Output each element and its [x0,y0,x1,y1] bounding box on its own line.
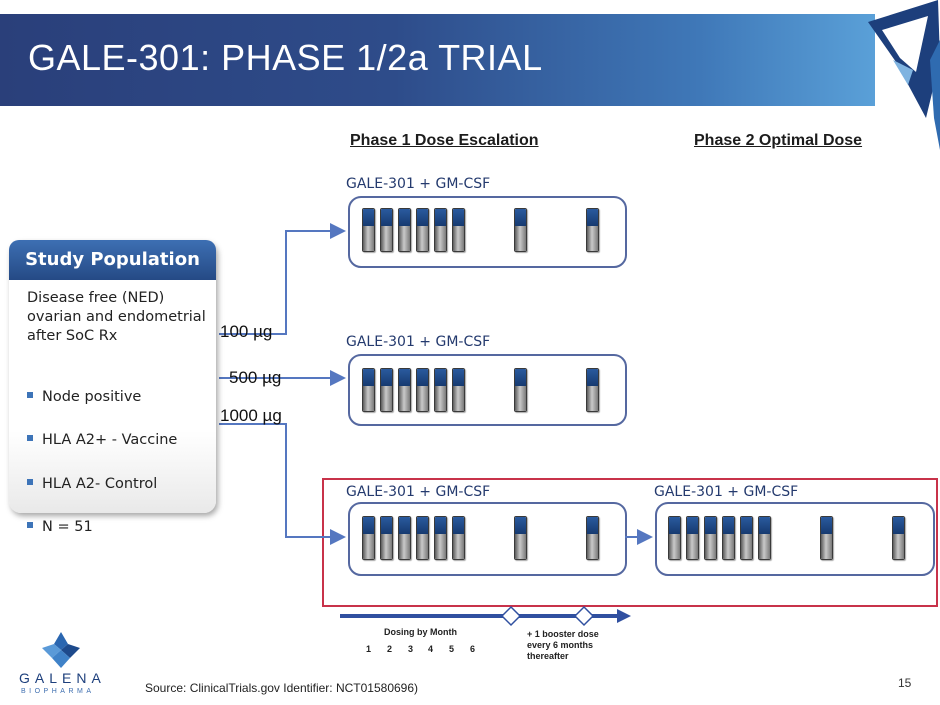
vial-icon [380,516,393,560]
vial-icon [362,208,375,252]
vial-icon [758,516,771,560]
bullet-text: HLA A2- Control [42,476,158,492]
phase1-heading: Phase 1 Dose Escalation [350,132,539,149]
vial-icon [362,368,375,412]
title-bar [0,14,875,106]
bullet-icon [27,435,33,441]
month-label: 4 [428,644,434,654]
vial-icon [416,516,429,560]
vial-icon [434,208,447,252]
arm-label-4: GALE-301 + GM-CSF [654,484,799,500]
source-citation: Source: ClinicalTrials.gov Identifier: N… [145,681,419,695]
vial-icon [434,368,447,412]
vial-icon [434,516,447,560]
bullet-item: N = 51 [27,519,93,535]
bullet-text: HLA A2+ - Vaccine [42,432,178,448]
study-population-header: Study Population [9,240,216,280]
vial-icon [668,516,681,560]
bullet-text: Node positive [42,389,142,405]
page-number: 15 [898,676,912,690]
vial-icon [452,368,465,412]
vial-icon [686,516,699,560]
bullet-icon [27,479,33,485]
star-logo-icon [868,0,940,150]
vial-icon [416,368,429,412]
bullet-item: HLA A2- Control [27,476,157,492]
month-label: 1 [366,644,372,654]
logo-subtitle: BIOPHARMA [21,688,95,695]
arm-label-1: GALE-301 + GM-CSF [346,176,491,192]
dosing-box-500 [348,354,627,426]
vial-icon [398,516,411,560]
dosing-box-phase2 [655,502,935,576]
vial-icon [740,516,753,560]
month-label: 2 [387,644,393,654]
vial-icon [722,516,735,560]
arm-label-3: GALE-301 + GM-CSF [346,484,491,500]
bullet-item: HLA A2+ - Vaccine [27,432,177,448]
vial-icon [362,516,375,560]
vial-icon [704,516,717,560]
dosing-box-1000 [348,502,627,576]
vial-icon [398,368,411,412]
vial-icon [452,208,465,252]
dose-label-100: 100 µg [220,322,273,341]
vial-icon [416,208,429,252]
vial-icon [380,368,393,412]
logo-name: GALENA [19,670,106,686]
vial-icon [380,208,393,252]
dose-label-500: 500 µg [229,368,282,387]
booster-marker-icon [500,605,522,627]
arm-label-2: GALE-301 + GM-CSF [346,334,491,350]
booster-note: + 1 booster dose every 6 months thereaft… [527,629,599,661]
vial-icon [514,516,527,560]
vial-icon [586,368,599,412]
slide-title: GALE-301: PHASE 1/2a TRIAL [28,37,543,78]
galena-logo-icon [42,632,80,668]
bullet-text: N = 51 [42,519,93,535]
month-label: 6 [470,644,476,654]
month-label: 3 [408,644,414,654]
dosing-timeline [340,605,631,627]
timeline-label: Dosing by Month [384,627,457,637]
bullet-item: Node positive [27,389,141,405]
bullet-icon [27,522,33,528]
vial-icon [452,516,465,560]
booster-marker-icon [573,605,595,627]
phase2-heading: Phase 2 Optimal Dose [694,132,863,149]
vial-icon [514,208,527,252]
vial-icon [586,516,599,560]
dosing-box-100 [348,196,627,268]
vial-icon [820,516,833,560]
bullet-icon [27,392,33,398]
vial-icon [514,368,527,412]
vial-icon [892,516,905,560]
dose-label-1000: 1000 µg [220,406,282,425]
optimal-dose-highlight [322,478,938,607]
study-population-card [9,240,216,513]
vial-icon [398,208,411,252]
vial-icon [586,208,599,252]
population-description: Disease free (NED) ovarian and endometri… [27,290,206,344]
month-label: 5 [449,644,455,654]
